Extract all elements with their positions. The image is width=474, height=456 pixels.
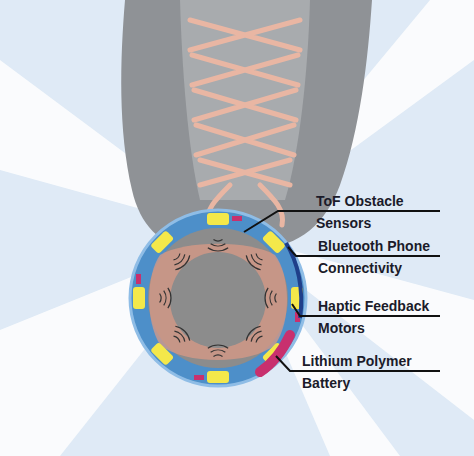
signal-wave bbox=[246, 326, 260, 340]
signal-wave bbox=[256, 254, 262, 260]
signal-wave bbox=[160, 293, 161, 302]
signal-wave bbox=[174, 254, 180, 260]
callout-label: ToF Obstacle Sensors bbox=[316, 190, 420, 234]
shoe-tongue bbox=[180, 0, 310, 200]
tof-sensor bbox=[262, 230, 286, 254]
haptic-motor bbox=[136, 274, 141, 284]
signal-wave bbox=[174, 331, 184, 341]
signal-wave bbox=[275, 293, 276, 302]
signal-wave bbox=[168, 288, 171, 308]
tof-sensor bbox=[133, 287, 145, 309]
signal-wave bbox=[211, 350, 226, 352]
signal-wave bbox=[256, 336, 262, 342]
leader-lines bbox=[244, 211, 440, 371]
haptic-motor bbox=[194, 375, 204, 380]
tof-sensor bbox=[150, 230, 174, 254]
signal-wave bbox=[208, 345, 228, 348]
signal-wave bbox=[208, 248, 228, 251]
tof-sensor bbox=[207, 213, 229, 225]
signal-wave bbox=[175, 326, 189, 340]
signal-wave bbox=[246, 255, 260, 269]
callout-label: Lithium Polymer Battery bbox=[302, 350, 442, 394]
tof-sensor bbox=[207, 371, 229, 383]
signal-wave bbox=[265, 288, 268, 308]
callout-label: Bluetooth Phone Connectivity bbox=[318, 235, 446, 279]
signal-wave bbox=[211, 244, 226, 246]
ankle-interior bbox=[148, 228, 288, 368]
signal-wave bbox=[164, 291, 166, 306]
laces bbox=[190, 20, 300, 225]
sock bbox=[149, 244, 287, 360]
haptic-motor bbox=[232, 216, 242, 221]
leg-section bbox=[170, 252, 266, 348]
tof-sensor bbox=[150, 342, 174, 366]
signal-wave bbox=[270, 291, 272, 306]
signal-wave bbox=[174, 254, 184, 264]
signal-wave bbox=[174, 336, 180, 342]
signal-wave bbox=[251, 254, 261, 264]
signal-wave bbox=[251, 331, 261, 341]
shoe-body bbox=[121, 0, 372, 250]
signal-wave bbox=[213, 355, 222, 356]
callout-label: Haptic Feedback Motors bbox=[318, 295, 446, 339]
signal-wave bbox=[213, 240, 222, 241]
signal-wave bbox=[175, 255, 189, 269]
